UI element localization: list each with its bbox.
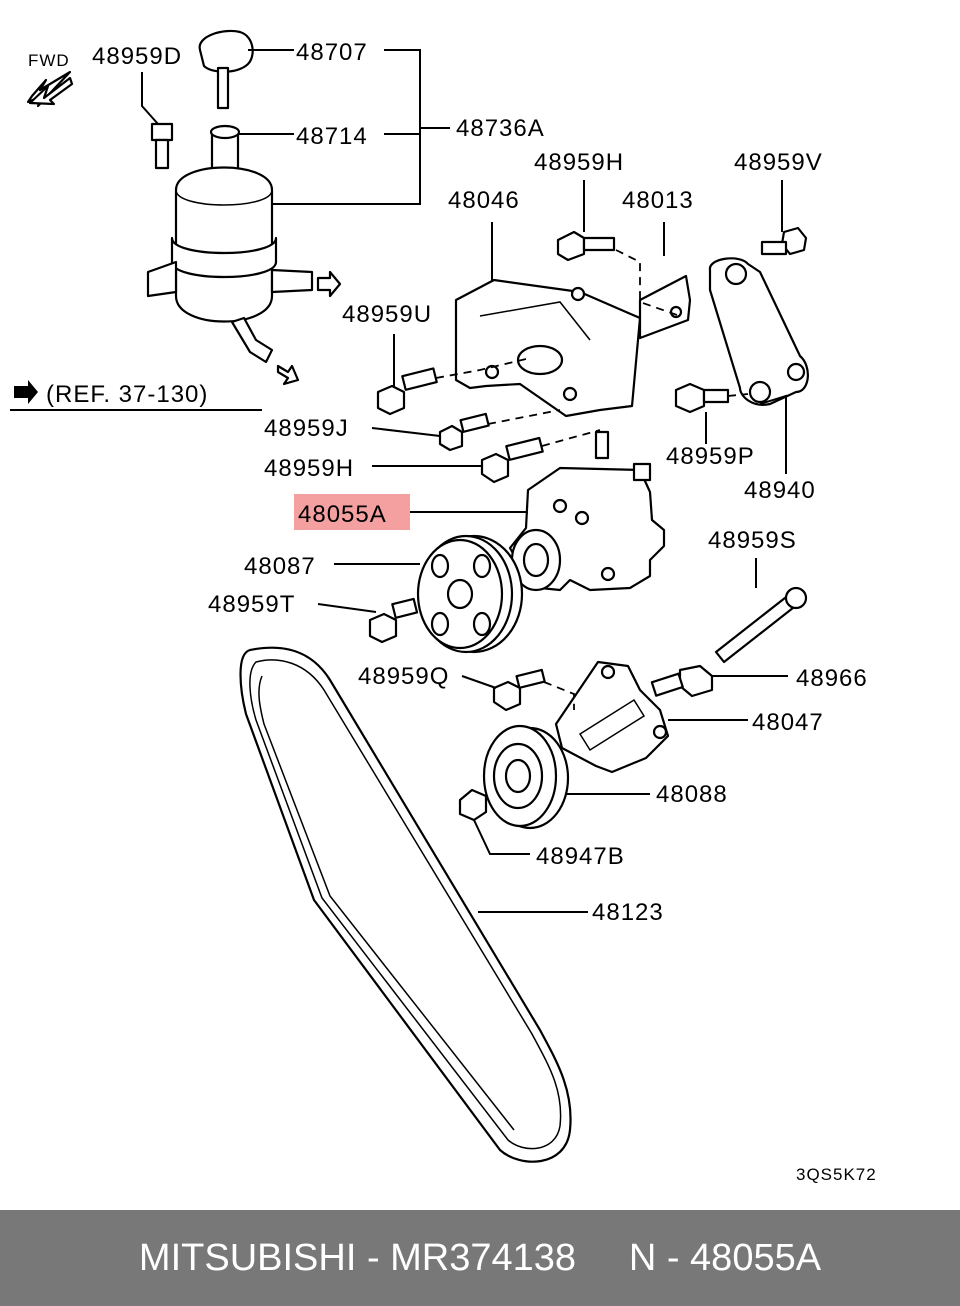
- plate-48013: [638, 274, 692, 340]
- bracket-48046: [454, 278, 642, 418]
- label-48736A: 48736A: [456, 115, 545, 142]
- tensioner-bracket-48047: [554, 660, 670, 774]
- bolt-48959H-top: [556, 230, 616, 262]
- diagram-code: 3QS5K72: [796, 1165, 877, 1184]
- bolt-48966: [650, 664, 714, 698]
- label-48714: 48714: [296, 123, 368, 150]
- reference-note: (REF. 37-130): [10, 380, 262, 411]
- label-48707: 48707: [296, 39, 368, 66]
- label-48966: 48966: [796, 665, 868, 692]
- bolt-48959U: [376, 367, 438, 416]
- label-48959U: 48959U: [342, 301, 432, 328]
- label-48940: 48940: [744, 477, 816, 504]
- label-48959P: 48959P: [666, 443, 755, 470]
- label-48055A: 48055A: [298, 501, 387, 528]
- bolt-48959T: [368, 597, 419, 644]
- bolt-48959S: [714, 586, 808, 664]
- label-48959T: 48959T: [208, 591, 295, 618]
- label-48047: 48047: [752, 709, 824, 736]
- nut-48947B: [458, 788, 488, 822]
- bolt-48959P: [674, 382, 730, 414]
- power-steering-pump-48055A: [508, 430, 666, 592]
- ref-label: (REF. 37-130): [46, 381, 208, 408]
- label-48959V: 48959V: [734, 149, 823, 176]
- bolt-48959J: [438, 412, 490, 452]
- label-48123: 48123: [592, 899, 664, 926]
- highlight-box: [294, 494, 410, 530]
- bolt-48959Q: [492, 668, 546, 712]
- label-48959S: 48959S: [708, 527, 797, 554]
- parts-diagram: FWD (REF. 37-130): [10, 29, 877, 1184]
- label-48013: 48013: [622, 187, 694, 214]
- fwd-label: FWD: [28, 51, 70, 70]
- fwd-arrow-icon: [28, 76, 74, 106]
- reservoir-cap: [198, 29, 254, 110]
- idler-pulley-48088: [482, 724, 570, 830]
- drive-belt-48123: [239, 646, 572, 1163]
- footer-text: MITSUBISHI - MR374138 N - 48055A: [138, 1236, 822, 1279]
- label-48088: 48088: [656, 781, 728, 808]
- bolt-48959H-mid: [480, 436, 544, 484]
- label-48947B: 48947B: [536, 843, 625, 870]
- label-48959H-top: 48959H: [534, 149, 624, 176]
- bracket-48940: [708, 257, 809, 406]
- fwd-indicator: FWD: [26, 51, 74, 108]
- label-48959J: 48959J: [264, 415, 349, 442]
- reservoir-tank: [146, 124, 342, 386]
- label-48046: 48046: [448, 187, 520, 214]
- label-48959Q: 48959Q: [358, 663, 449, 690]
- pulley-48087: [416, 534, 524, 654]
- bolt-48959D: [150, 122, 174, 170]
- footer-bar: MITSUBISHI - MR374138 N - 48055A: [0, 1210, 960, 1306]
- label-48959H-mid: 48959H: [264, 455, 354, 482]
- part-labels: 48959D 48707 48714 48736A 48959H 48959V …: [92, 39, 877, 1184]
- label-48087: 48087: [244, 553, 316, 580]
- bolt-48959V: [760, 226, 808, 256]
- arrow-right-icon: [14, 380, 38, 404]
- label-48959D: 48959D: [92, 43, 182, 70]
- leader-lines: [141, 49, 788, 913]
